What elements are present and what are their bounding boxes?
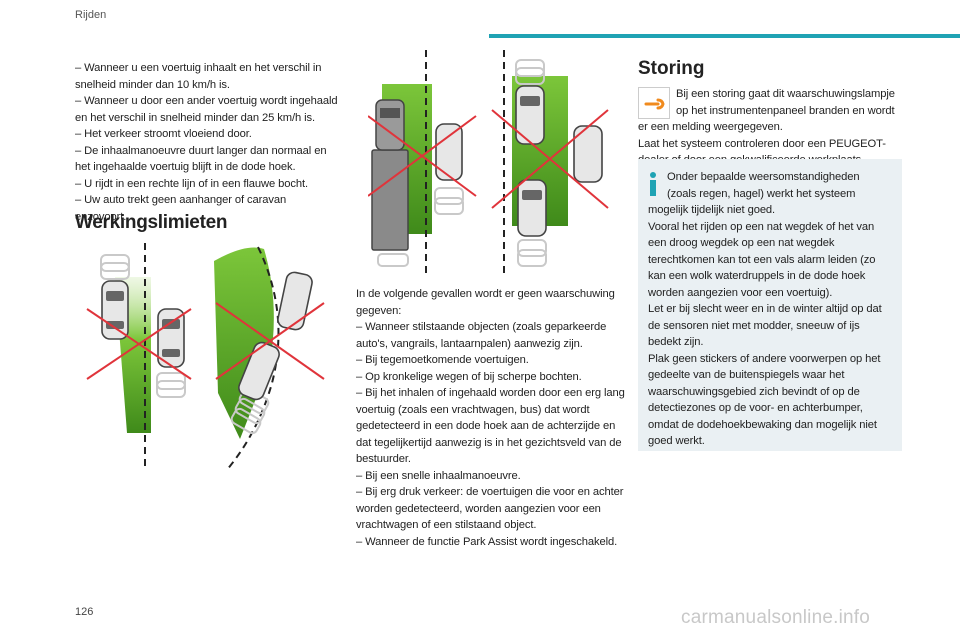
list-item: – Wanneer stilstaande objecten (zoals ge… <box>356 321 607 350</box>
illustration-straight-road <box>86 243 192 471</box>
list-item: – De inhaalmanoeuvre duurt langer dan no… <box>75 144 327 174</box>
list-item: – Wanneer de functie Park Assist wordt i… <box>356 535 618 548</box>
list-item: – Op kronkelige wegen of bij scherpe boc… <box>356 370 582 383</box>
note-paragraph: Let er bij slecht weer en in de winter a… <box>648 303 882 348</box>
fault-description: Bij een storing gaat dit waarschuwingsla… <box>638 88 895 133</box>
note-paragraph: Onder bepaalde weersomstandigheden (zoal… <box>648 171 860 216</box>
list-item: – U rijdt in een rechte lijn of in een f… <box>75 177 308 190</box>
left-intro-list: – Wanneer u een voertuig inhaalt en het … <box>75 60 340 225</box>
illustration-curve <box>214 246 325 471</box>
list-item: – Bij tegemoetkomende voertuigen. <box>356 354 529 366</box>
wrench-warning-icon <box>638 87 670 119</box>
info-icon <box>648 171 658 197</box>
intro-text: In de volgende gevallen wordt er geen wa… <box>356 288 615 317</box>
illustration-truck <box>368 50 477 276</box>
list-item: – Het verkeer stroomt vloeiend door. <box>75 128 252 140</box>
list-item: – Uw auto trekt geen aanhanger of carava… <box>75 194 287 223</box>
list-item: – Bij een snelle inhaalmanoeuvre. <box>356 469 521 482</box>
storing-section: Storing Bij een storing gaat dit waarsch… <box>638 58 903 169</box>
info-note: Onder bepaalde weersomstandigheden (zoal… <box>638 159 902 451</box>
note-paragraph: Vooral het rijden op een nat wegdek of h… <box>648 220 876 299</box>
list-item: – Bij het inhalen of ingehaald worden do… <box>356 387 625 465</box>
note-paragraph: Plak geen stickers of andere voorwerpen … <box>648 352 881 448</box>
list-item: – Bij erg druk verkeer: de voertuigen di… <box>356 486 624 531</box>
list-item: – Wanneer u door een ander voertuig word… <box>75 95 338 124</box>
section-title-werkingslimieten: Werkingslimieten <box>75 212 228 233</box>
watermark: carmanualsonline.info <box>681 607 871 628</box>
header-accent-bar <box>489 34 960 38</box>
illustration-dense-traffic <box>491 50 609 276</box>
page-number: 126 <box>75 606 94 618</box>
list-item: – Wanneer u een voertuig inhaalt en het … <box>75 62 322 91</box>
section-label: Rijden <box>75 9 107 21</box>
section-title-storing: Storing <box>638 58 705 79</box>
middle-limits-list: In de volgende gevallen wordt er geen wa… <box>356 286 626 550</box>
